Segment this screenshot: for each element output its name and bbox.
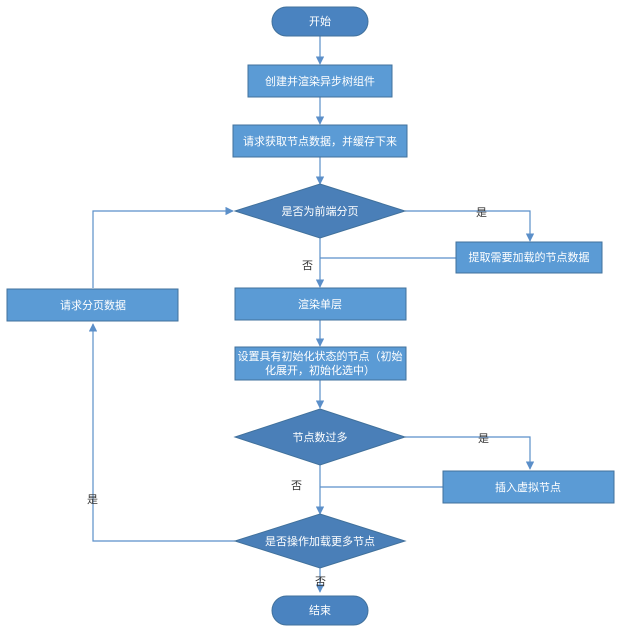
extract-nodes-node [455,241,603,274]
edge-paging-yes [405,210,535,242]
edge-request-paging-loop [92,206,234,288]
start-node [271,6,369,37]
request-data-node [232,124,408,158]
insert-virtual-node [442,470,615,504]
end-node [271,595,369,626]
render-single-label: 渲染单层 [298,297,342,311]
insert-virtual-label: 插入虚拟节点 [495,480,561,494]
too-many-nodes-label: 节点数过多 [293,430,348,444]
load-more-decision [233,513,407,569]
frontend-paging-label: 是否为前端分页 [282,204,359,218]
create-component-label: 创建并渲染异步树组件 [265,74,375,88]
extract-nodes-label: 提取需要加载的节点数据 [469,250,590,264]
edge-label-no-toomany: 否 [291,479,302,492]
load-more-label: 是否操作加载更多节点 [265,534,375,548]
edge-toomany-yes [405,436,535,470]
set-initial-state-label-2: 化展开，初始化选中） [265,363,375,377]
edge-label-no-paging: 否 [302,259,313,272]
edge-label-yes-toomany: 是 [478,432,489,445]
create-component-node [247,64,393,98]
request-paging-label: 请求分页数据 [60,298,126,312]
edge-label-yes-paging: 是 [476,206,487,219]
edge-label-no-loadmore: 否 [315,575,326,588]
render-single-node [234,287,407,321]
edge-loadmore-yes [88,323,235,542]
end-label: 结束 [309,604,331,617]
frontend-paging-decision [233,183,407,239]
start-label: 开始 [309,14,331,28]
request-data-label: 请求获取节点数据，并缓存下来 [243,134,397,148]
edges [88,36,535,593]
set-initial-state-label-1: 设置具有初始化状态的节点（初始 [238,349,403,363]
request-paging-node [6,288,179,322]
set-initial-state-node [234,346,407,381]
edge-label-yes-loadmore: 是 [87,493,98,506]
too-many-nodes-decision [233,408,407,466]
